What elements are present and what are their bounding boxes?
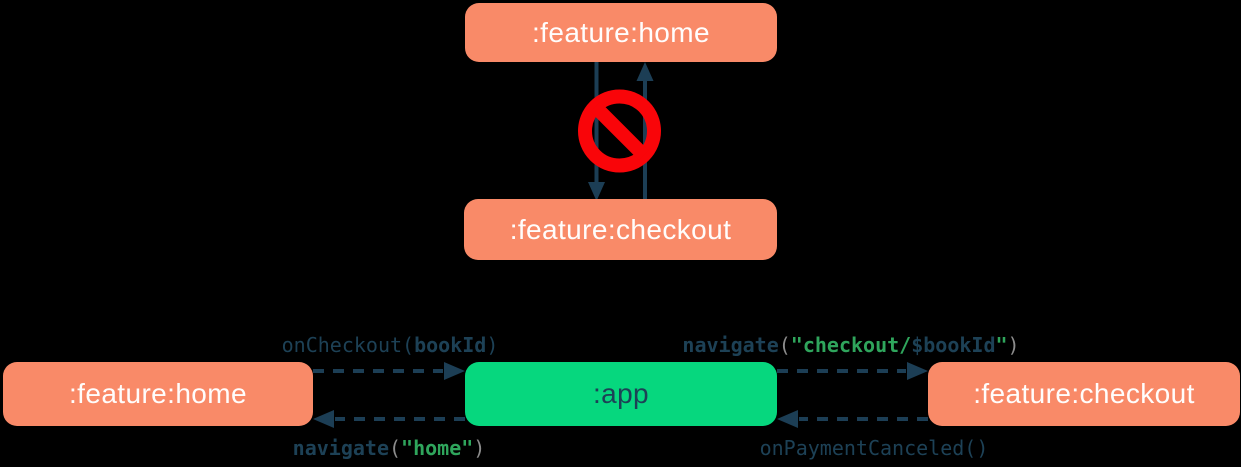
code-token-variable: $bookId xyxy=(911,333,996,357)
top-feature-home-label: :feature:home xyxy=(532,16,710,48)
app-to-checkout-arrowhead xyxy=(907,362,928,380)
code-token-fn: onPaymentCanceled xyxy=(759,436,965,460)
code-token-string: "checkout/ xyxy=(790,333,912,357)
app-box: :app xyxy=(465,362,777,426)
top-feature-home-box: :feature:home xyxy=(465,3,777,62)
app-to-home-arrowhead xyxy=(313,410,334,428)
top-feature-checkout-box: :feature:checkout xyxy=(464,199,777,260)
bottom-feature-checkout-box: :feature:checkout xyxy=(928,362,1240,426)
code-token-paren: () xyxy=(964,436,989,460)
home-to-checkout-arrowhead xyxy=(588,182,605,201)
code-token-string: "home" xyxy=(401,436,474,460)
on-payment-canceled-label: onPaymentCanceled() xyxy=(760,437,989,459)
checkout-to-home-arrowhead xyxy=(636,62,654,81)
top-feature-checkout-label: :feature:checkout xyxy=(509,213,732,245)
no-entry-icon xyxy=(578,89,661,173)
navigate-checkout-label: navigate("checkout/$bookId") xyxy=(682,334,1019,356)
code-token-fn: onCheckout xyxy=(281,333,403,357)
code-token-arg: bookId xyxy=(414,333,487,357)
bottom-feature-home-box: :feature:home xyxy=(3,362,313,426)
code-token-paren: ) xyxy=(473,436,486,460)
bottom-feature-home-label: :feature:home xyxy=(69,378,247,409)
code-token-paren: ( xyxy=(778,333,791,357)
navigate-home-label: navigate("home") xyxy=(293,437,486,459)
code-token-paren: ) xyxy=(486,333,499,357)
home-to-app-arrowhead xyxy=(444,362,465,380)
code-token-paren: ( xyxy=(402,333,415,357)
mediated-dependency-arrows xyxy=(313,362,928,428)
forbidden-dependency-arrows xyxy=(578,62,661,201)
code-token-paren: ) xyxy=(1007,333,1020,357)
code-token-fn: navigate xyxy=(682,333,779,357)
code-token-paren: ( xyxy=(388,436,402,460)
code-token-fn: navigate xyxy=(292,436,389,460)
code-token-string: " xyxy=(995,333,1008,357)
bottom-feature-checkout-label: :feature:checkout xyxy=(973,378,1195,409)
checkout-to-app-arrowhead xyxy=(777,410,798,428)
on-checkout-label: onCheckout(bookId) xyxy=(282,334,499,356)
app-label: :app xyxy=(592,378,650,409)
